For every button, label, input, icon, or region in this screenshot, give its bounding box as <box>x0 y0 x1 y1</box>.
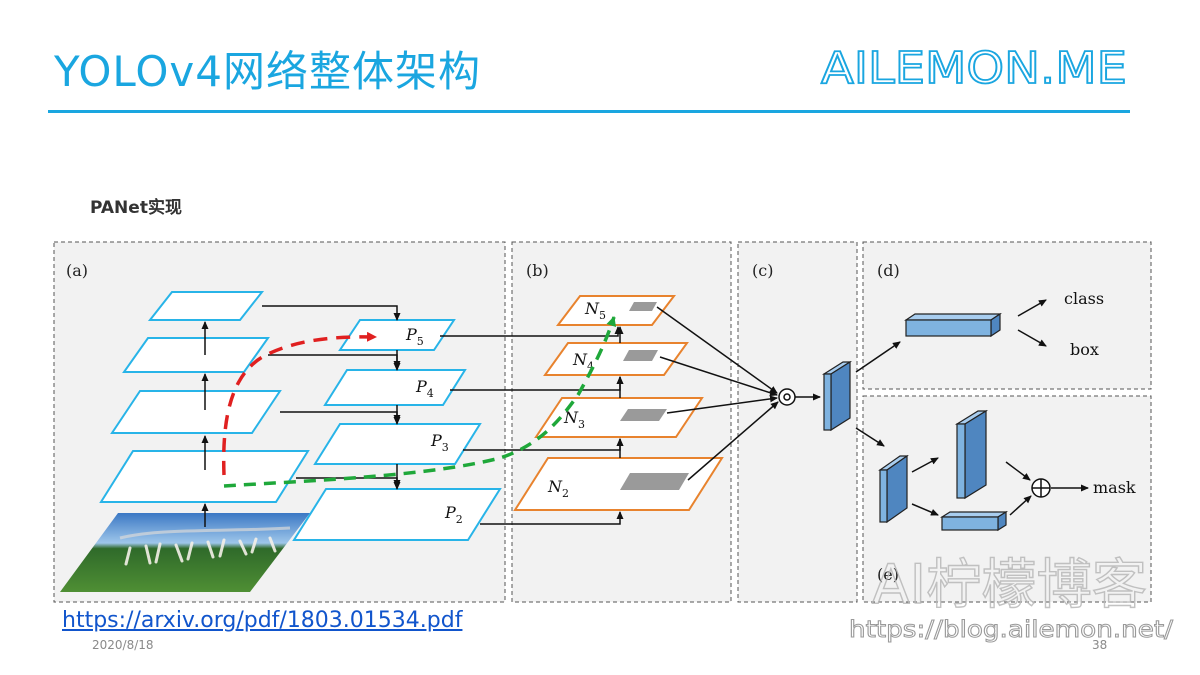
box-branch-arrow <box>855 341 901 373</box>
p2-label: P2 <box>444 503 463 526</box>
mask-conv-arrow <box>911 457 939 473</box>
arxiv-link[interactable]: https://arxiv.org/pdf/1803.01534.pdf <box>62 608 463 633</box>
box-output-label: box <box>1070 340 1099 359</box>
fusion-node <box>778 388 796 406</box>
lateral-connections <box>262 305 401 490</box>
panel-e <box>862 395 1152 603</box>
footer-date: 2020/8/18 <box>92 638 154 652</box>
backbone-level-4 <box>122 337 270 373</box>
n3-label: N3 <box>563 408 585 431</box>
green-bottom-up-path <box>223 316 617 488</box>
p4-plane <box>323 369 467 406</box>
page-number: 38 <box>1092 638 1108 652</box>
watermark-url: https://blog.ailemon.net/ <box>849 617 1173 643</box>
n2-plane <box>513 457 724 511</box>
mask-conv-block <box>954 409 989 500</box>
sum-node <box>1031 478 1051 498</box>
logo-text: AILEMON.ME <box>821 43 1127 94</box>
ailemon-logo: AILEMON.ME <box>820 42 1128 94</box>
panel-label-e: (e) <box>877 565 899 584</box>
roi-feature-block <box>821 360 853 432</box>
fc-to-sum-arrow <box>1009 495 1032 516</box>
panel-label-b: (b) <box>526 261 549 280</box>
mask-output-label: mask <box>1093 478 1136 497</box>
mask-input-block <box>878 454 909 524</box>
slide-title: YOLOv4网络整体架构 <box>54 47 481 96</box>
p4-label: P4 <box>415 377 434 400</box>
n3-plane <box>534 397 704 438</box>
class-arrow <box>1017 299 1047 317</box>
mask-branch-arrow <box>855 427 885 447</box>
box-arrow <box>1017 329 1047 347</box>
p2-plane <box>292 488 502 541</box>
roi-regions <box>620 302 689 490</box>
p3-plane <box>313 423 482 465</box>
fc-block <box>904 312 1002 338</box>
watermark-brand: AI柠檬博客 <box>872 553 1147 616</box>
pooling-arrows <box>656 306 779 481</box>
section-subheading: PANet实现 <box>90 198 182 218</box>
panel-label-c: (c) <box>752 261 773 280</box>
p3-label: P3 <box>430 431 449 454</box>
p5-plane <box>338 319 456 351</box>
backbone-level-2 <box>99 450 310 503</box>
p-to-n-connections <box>440 326 624 525</box>
n5-label: N5 <box>584 299 606 322</box>
backbone-level-5 <box>147 291 265 321</box>
n2-label: N2 <box>547 477 569 500</box>
class-output-label: class <box>1064 289 1104 308</box>
title-rule <box>48 110 1130 113</box>
panel-d <box>862 241 1152 390</box>
input-image <box>60 513 310 592</box>
mask-fc-block <box>939 510 1009 532</box>
mask-fc-arrow <box>911 503 939 516</box>
n4-label: N4 <box>572 350 594 373</box>
conv-to-sum-arrow <box>1005 461 1031 481</box>
backbone-level-3 <box>110 390 282 434</box>
panel-label-d: (d) <box>877 261 900 280</box>
p5-label: P5 <box>405 325 424 348</box>
panel-label-a: (a) <box>66 261 88 280</box>
